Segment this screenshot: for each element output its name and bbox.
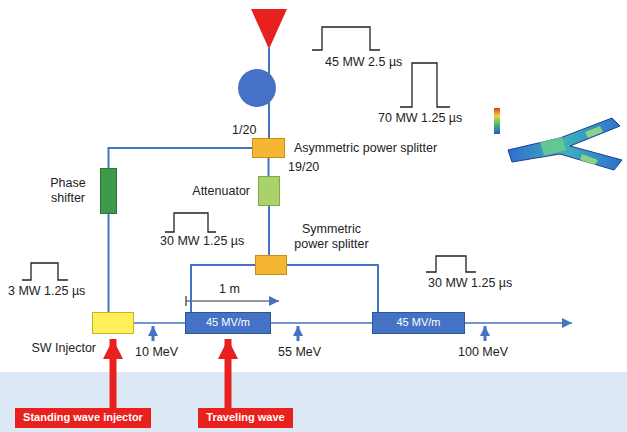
energy-label: 55 MeV xyxy=(278,345,321,360)
power-splitter: Symmetric power splitter xyxy=(255,255,287,275)
split-ratio: 19/20 xyxy=(288,160,319,175)
energy-arrow xyxy=(297,326,300,341)
pulse-label: 3 MW 1.25 µs xyxy=(8,284,85,299)
color-bar xyxy=(494,108,500,134)
splitter-model xyxy=(540,137,566,156)
waveguide xyxy=(191,265,255,312)
waveguide xyxy=(108,214,110,312)
beam-axis xyxy=(92,322,572,323)
pulse-shape xyxy=(22,263,68,280)
pulse-compressor xyxy=(238,69,276,107)
klystron-symbol xyxy=(251,9,287,49)
pulse-shape xyxy=(312,27,380,50)
pulse-label: 30 MW 1.25 µs xyxy=(160,234,244,249)
pulse-shape xyxy=(400,63,450,107)
box-label: 45 MV/m xyxy=(396,316,440,329)
tw-structure: 45 MV/m xyxy=(185,312,271,334)
energy-label: 10 MeV xyxy=(135,345,178,360)
callout-box: Traveling wave xyxy=(198,408,293,428)
splitter-model xyxy=(585,126,603,138)
footer-band xyxy=(0,372,627,432)
pointer-arrow xyxy=(225,339,232,408)
box-label: Standing wave injector xyxy=(23,411,143,424)
part-label: Phase shifter xyxy=(43,176,93,206)
pulse-label: 70 MW 1.25 µs xyxy=(378,111,462,126)
callout-box: Standing wave injector xyxy=(15,408,151,428)
attenuator: Attenuator xyxy=(258,176,280,206)
box-label: 45 MV/m xyxy=(206,316,250,329)
energy-label: 100 MeV xyxy=(458,345,508,360)
part-label: Asymmetric power splitter xyxy=(294,141,437,156)
dimension-tick xyxy=(185,296,186,306)
part-label: Attenuator xyxy=(192,184,250,199)
part-label: Symmetric power splitter xyxy=(284,222,379,252)
energy-arrow xyxy=(152,326,155,341)
split-ratio: 1/20 xyxy=(232,123,256,138)
box-label: Traveling wave xyxy=(206,411,284,424)
dimension-label: 1 m xyxy=(219,282,240,297)
pulse-label: 45 MW 2.5 µs xyxy=(325,55,402,70)
energy-arrow xyxy=(484,326,487,341)
pulse-shape xyxy=(165,213,216,232)
pulse-label: 30 MW 1.25 µs xyxy=(428,276,512,291)
waveguide xyxy=(109,148,253,168)
splitter-model xyxy=(508,118,622,170)
power-splitter: Asymmetric power splitter xyxy=(252,138,285,158)
sw-injector: SW Injector xyxy=(92,312,134,334)
splitter-model xyxy=(580,154,598,165)
phase-shifter: Phase shifter xyxy=(100,168,117,214)
part-label: SW Injector xyxy=(31,341,96,356)
dimension-arrow xyxy=(186,300,279,301)
pointer-arrow xyxy=(110,339,117,408)
waveguide xyxy=(287,265,378,312)
pulse-shape xyxy=(426,256,476,272)
waveguide xyxy=(268,158,270,176)
tw-structure: 45 MV/m xyxy=(372,312,465,334)
waveguide xyxy=(268,206,270,255)
